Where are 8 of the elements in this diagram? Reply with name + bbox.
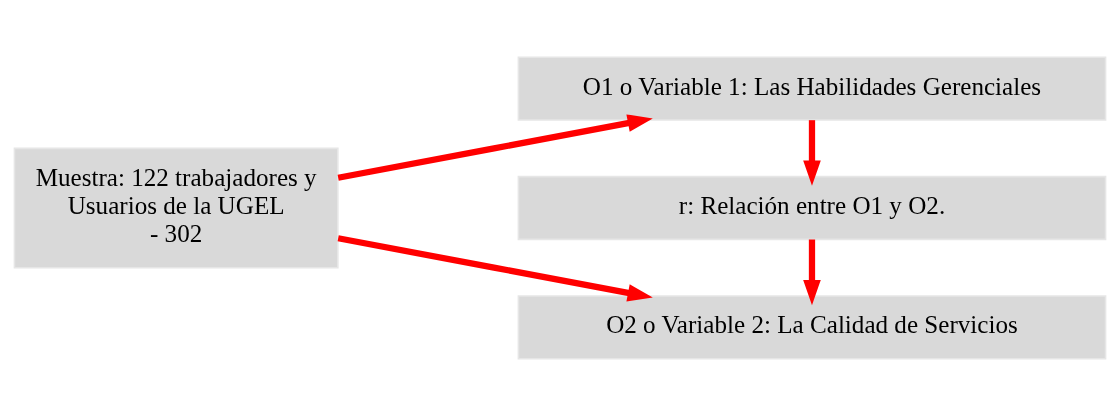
node-box: O1 o Variable 1: Las Habilidades Gerenciales xyxy=(517,56,1107,121)
arrow xyxy=(337,113,653,181)
arrow xyxy=(803,238,821,305)
arrow xyxy=(803,119,821,186)
node-box: O2 o Variable 2: La Calidad de Servicios xyxy=(517,294,1107,359)
node-box: r: Relación entre O1 y O2. xyxy=(517,175,1107,240)
arrow xyxy=(337,234,653,302)
node-box: Muestra: 122 trabajadores y Usuarios de la UGEL - 302 xyxy=(13,147,339,268)
